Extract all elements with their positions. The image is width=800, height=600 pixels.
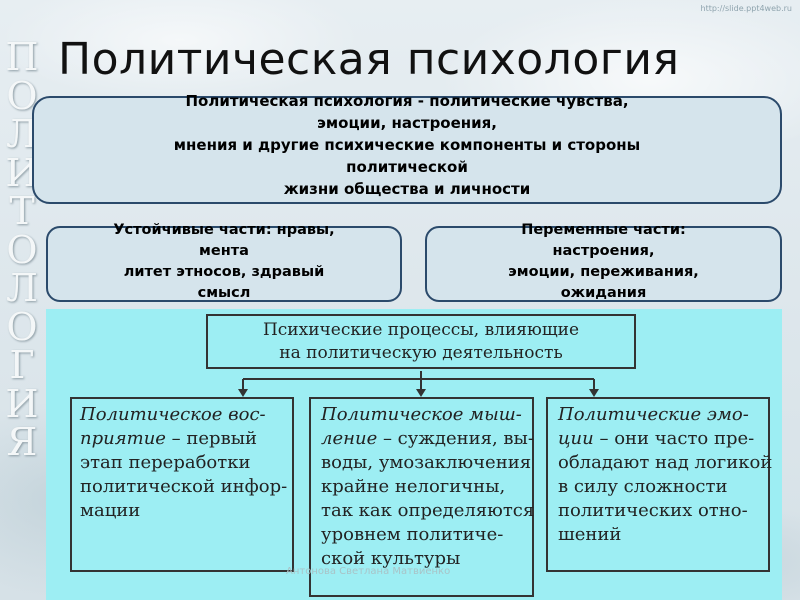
text-line: ции – они часто пре- bbox=[558, 427, 758, 451]
variable-parts-text: Переменные части: настроения, эмоции, пере… bbox=[427, 220, 780, 304]
emotions-box: Политические эмо-ции – они часто пре-обл… bbox=[546, 397, 772, 572]
text-line: настроения, bbox=[552, 243, 655, 259]
scheme-arrows bbox=[238, 371, 599, 397]
italic-term: Политические эмо- bbox=[558, 404, 749, 425]
italic-term: Политическое вос- bbox=[80, 404, 266, 425]
stable-parts-text: Устойчивые части: нравы, мента литет этнос… bbox=[48, 220, 400, 304]
line-text: уровнем политиче- bbox=[321, 524, 504, 545]
line-text: – первый bbox=[165, 428, 258, 449]
text-line: политической инфор- bbox=[80, 475, 288, 499]
line-text: ской культуры bbox=[321, 548, 461, 569]
text-line: эмоции, настроения, bbox=[316, 114, 497, 132]
text-line: литет этносов, здравый bbox=[123, 264, 325, 280]
line-text: политической инфор- bbox=[80, 476, 288, 497]
slide-title: Политическая психология bbox=[58, 34, 680, 85]
vertical-letter: Л bbox=[6, 266, 38, 310]
line-text: крайне нелогичны, bbox=[321, 476, 506, 497]
text-line: политических отно- bbox=[558, 499, 758, 523]
text-line: этап переработки bbox=[80, 451, 284, 475]
text-line: уровнем политиче- bbox=[321, 523, 522, 547]
text-line: жизни общества и личности bbox=[283, 180, 531, 198]
italic-term: ление bbox=[321, 428, 378, 449]
stable-parts-box: Устойчивые части: нравы, мента литет этнос… bbox=[46, 222, 402, 302]
line-text: шений bbox=[558, 524, 622, 545]
text-line: Политическое мыш- bbox=[321, 403, 522, 427]
vertical-letter: О bbox=[6, 227, 38, 272]
arrowhead-center bbox=[416, 389, 426, 397]
mental-processes-box: Психические процессы, влияющие на политич… bbox=[206, 314, 636, 369]
line-text: обладают над логикой bbox=[558, 452, 773, 473]
text-line: Политические эмо- bbox=[558, 403, 758, 427]
text-line: Политическая психология - политические ч… bbox=[185, 92, 629, 110]
italic-term: ции bbox=[558, 428, 594, 449]
text-line: на политическую деятельность bbox=[279, 343, 563, 363]
line-text: в силу сложности bbox=[558, 476, 728, 497]
line-text: так как определяются bbox=[321, 500, 535, 521]
text-line: Психические процессы, влияющие bbox=[262, 320, 580, 340]
scheme-panel: Психические процессы, влияющие на политич… bbox=[46, 309, 782, 600]
arrowhead-right bbox=[589, 389, 599, 397]
author-credit: Антонова Светлана Матвиенко bbox=[286, 566, 451, 577]
line-text: воды, умозаключения bbox=[321, 452, 532, 473]
text-line: воды, умозаключения bbox=[321, 451, 531, 475]
line-text: – суждения, вы- bbox=[377, 428, 534, 449]
vertical-letter: Г bbox=[9, 343, 35, 387]
text-line: Политическое вос- bbox=[80, 403, 284, 427]
watermark: http://slide.ppt4web.ru bbox=[700, 4, 793, 13]
line-text: – они часто пре- bbox=[593, 428, 755, 449]
text-line: политической bbox=[346, 158, 468, 176]
text-line: мента bbox=[199, 243, 249, 259]
italic-term: приятие bbox=[80, 428, 166, 449]
arrowhead-left bbox=[238, 389, 248, 397]
text-line: смысл bbox=[197, 285, 251, 301]
text-line: ление – суждения, вы- bbox=[321, 427, 534, 451]
text-line: эмоции, переживания, bbox=[508, 264, 699, 280]
text-line: шений bbox=[558, 523, 758, 547]
definition-text: Политическая психология - политические ч… bbox=[34, 90, 780, 200]
text-line: крайне нелогичны, bbox=[321, 475, 522, 499]
vertical-letter: Я bbox=[6, 420, 38, 464]
text-line: так как определяются bbox=[321, 499, 534, 523]
thinking-box: Политическое мыш-ление – суждения, вы-во… bbox=[309, 397, 534, 597]
line-text: политических отно- bbox=[558, 500, 748, 521]
definition-box: Политическая психология - политические ч… bbox=[32, 92, 782, 204]
vertical-letter: П bbox=[5, 35, 39, 79]
line-text: этап переработки bbox=[80, 452, 251, 473]
text-line: ской культуры bbox=[321, 547, 522, 571]
vertical-letter: Т bbox=[9, 189, 35, 233]
italic-term: Политическое мыш- bbox=[321, 404, 522, 425]
text-line: ожидания bbox=[560, 285, 647, 301]
text-line: Устойчивые части: нравы, bbox=[113, 222, 335, 238]
text-line: мации bbox=[80, 499, 284, 523]
text-line: мнения и другие психические компоненты и… bbox=[173, 136, 641, 154]
text-line: в силу сложности bbox=[558, 475, 758, 499]
line-text: мации bbox=[80, 500, 141, 521]
vertical-letter: И bbox=[5, 381, 39, 426]
text-line: Переменные части: bbox=[521, 222, 686, 238]
variable-parts-box: Переменные части: настроения, эмоции, пере… bbox=[425, 222, 782, 302]
vertical-letter: О bbox=[6, 304, 38, 349]
text-line: приятие – первый bbox=[80, 427, 284, 451]
text-line: обладают над логикой bbox=[558, 451, 772, 475]
